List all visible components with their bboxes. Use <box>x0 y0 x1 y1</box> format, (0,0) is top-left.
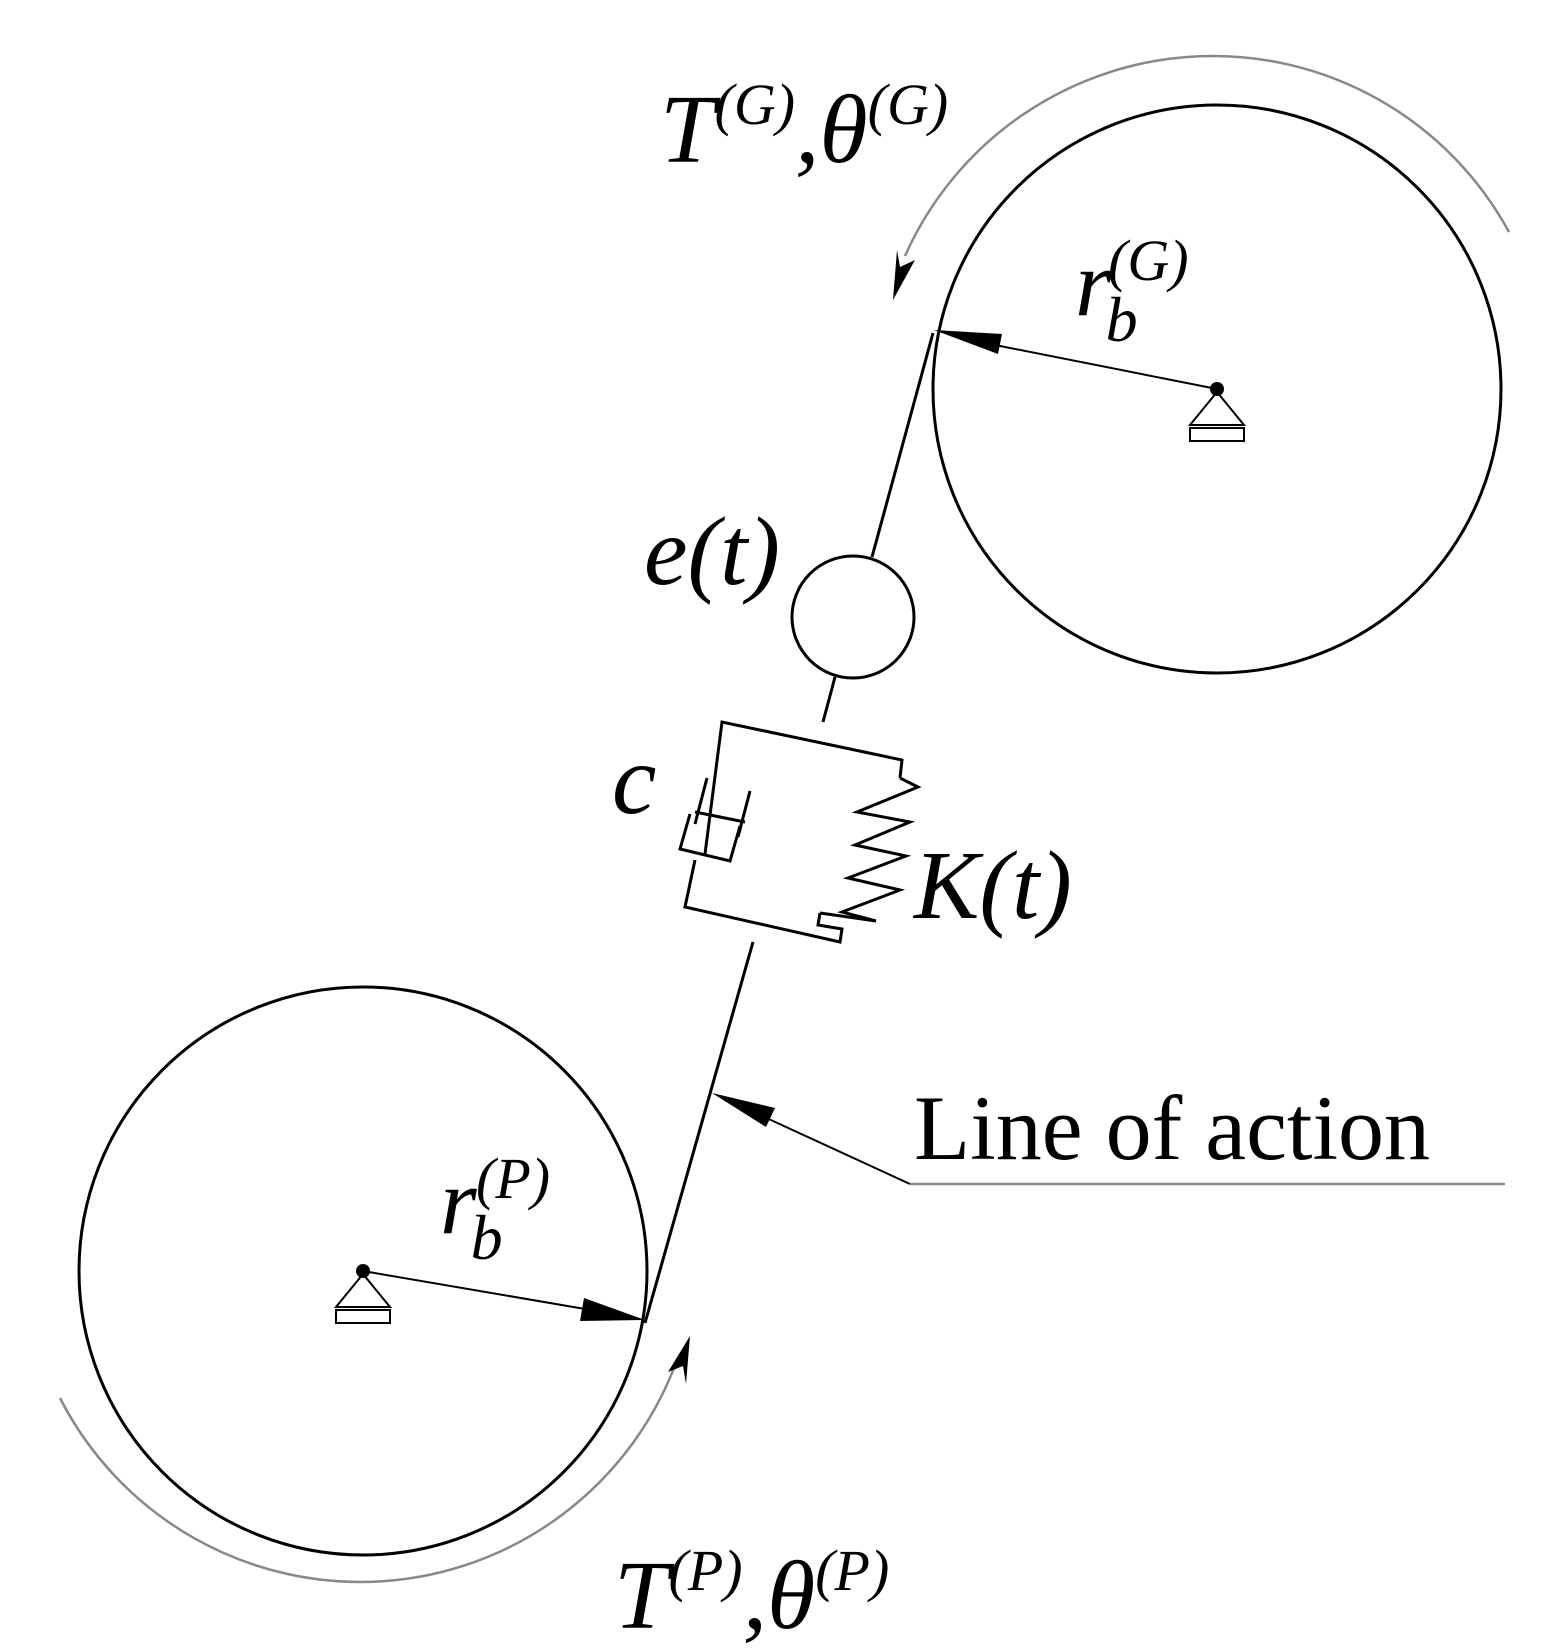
coupler-top-bracket <box>703 720 904 855</box>
gear-p-center <box>356 1264 370 1278</box>
gear-g <box>893 54 1511 675</box>
gear-g-rotation-arc <box>903 54 1511 257</box>
damper-label: c <box>612 724 656 835</box>
error-element-circle <box>790 554 916 680</box>
gear-p-radius-line <box>362 1270 586 1310</box>
gear-p-radius-arrowhead <box>580 1298 645 1321</box>
gear-p-rotation-arrowhead <box>668 1336 690 1384</box>
gear-p-pivot-icon <box>333 1272 393 1324</box>
gear-g-pivot-icon <box>1187 390 1247 442</box>
gear-p-radius-label: rb <box>440 1150 503 1273</box>
line-of-action-label: Line of action <box>914 1077 1430 1179</box>
gear-g-base-circle <box>931 103 1503 675</box>
line-of-action <box>643 332 935 1324</box>
gear-p-base-circle <box>77 985 649 1557</box>
gear-p-rotation-arc <box>58 1359 679 1584</box>
error-label: e(t) <box>644 498 780 606</box>
loa-segment-mid <box>821 676 837 723</box>
spring-label: K(t) <box>912 832 1072 940</box>
damper-icon <box>678 777 752 863</box>
gear-g-rotation-arrowhead <box>893 250 915 300</box>
loa-annotation <box>712 1093 1505 1186</box>
gear-p-torque-label: T(P),θ(P) <box>614 1538 889 1644</box>
gear-g-radius-superscript: (G) <box>1108 228 1189 293</box>
gear-p-radius-superscript: (P) <box>476 1146 550 1211</box>
loa-leader-line <box>759 1114 911 1185</box>
gear-g-torque-label: T(G),θ(G) <box>660 72 948 184</box>
gear-g-center <box>1210 382 1224 396</box>
coupler-bottom-bracket <box>683 859 844 944</box>
gear-g-radius-line <box>994 344 1218 390</box>
spring-damper <box>678 720 922 944</box>
gear-p <box>58 985 690 1584</box>
gear-g-radius-label: rb <box>1075 232 1138 355</box>
loa-segment-bottom <box>643 941 755 1324</box>
spring-icon <box>819 776 922 923</box>
loa-leader-arrowhead <box>712 1093 775 1127</box>
loa-segment-top <box>870 332 935 558</box>
gear-g-radius-arrowhead <box>934 330 1002 354</box>
